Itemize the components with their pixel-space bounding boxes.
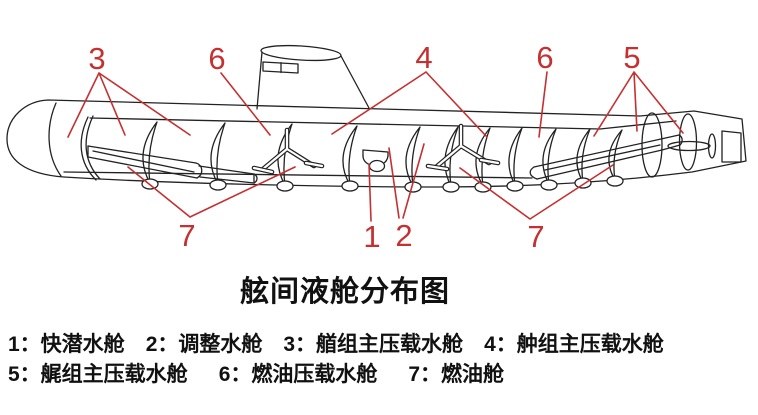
legend-row-1: 1：快潜水舱 2：调整水舱 3：艏组主压载水舱 4：舯组主压载水舱 <box>8 330 754 360</box>
leader-6-right <box>538 71 548 138</box>
legend: 1：快潜水舱 2：调整水舱 3：艏组主压载水舱 4：舯组主压载水舱 5：艉组主压… <box>8 330 754 390</box>
quick-dive-tank <box>362 149 389 173</box>
stern-frame <box>641 112 663 178</box>
frame <box>542 128 557 185</box>
leader-2 <box>388 143 425 219</box>
frame <box>508 127 523 186</box>
leader-7-right <box>459 164 614 220</box>
legend-item-7: 7：燃油舱 <box>408 363 505 386</box>
frame <box>210 122 226 185</box>
leader-5 <box>593 71 684 137</box>
callout-number-7-left: 7 <box>178 218 195 253</box>
frame <box>142 121 158 184</box>
keel-support-left <box>251 127 325 175</box>
leader-3 <box>67 72 191 138</box>
legend-item-4: 4：舯组主压载水舱 <box>484 333 664 356</box>
legend-item-5: 5：艉组主压载水舱 <box>8 363 188 386</box>
callout-number-6-right: 6 <box>536 40 553 75</box>
callout-numbers: 3 6 4 6 5 7 1 2 7 <box>88 40 640 254</box>
submarine-line-art <box>6 44 747 193</box>
left-saddle-tank <box>87 145 258 184</box>
callout-number-5: 5 <box>623 40 640 75</box>
legend-item-6: 6：燃油压载水舱 <box>218 363 378 386</box>
stern-propeller <box>667 133 717 159</box>
callout-lines <box>67 71 684 222</box>
keel-support-right <box>425 123 501 172</box>
callout-number-2: 2 <box>395 218 412 253</box>
legend-row-2: 5：艉组主压载水舱 6：燃油压载水舱 7：燃油舱 <box>8 360 754 390</box>
leader-1 <box>368 163 372 222</box>
callout-number-4: 4 <box>415 40 432 75</box>
submarine-tank-diagram: 3 6 4 6 5 7 1 2 7 <box>6 40 747 254</box>
leader-6-left <box>220 72 271 136</box>
conning-tower <box>256 44 370 110</box>
diagram-title: 舷间液舱分布图 <box>239 276 450 308</box>
frame <box>405 126 421 187</box>
callout-number-1: 1 <box>363 219 380 254</box>
rudder <box>721 130 742 163</box>
bow-frames <box>48 102 101 181</box>
legend-item-1: 1：快潜水舱 <box>8 333 125 356</box>
callout-number-7-right: 7 <box>527 219 544 254</box>
right-saddle-tank <box>529 134 683 180</box>
leader-4 <box>331 71 488 138</box>
callout-number-6-left: 6 <box>208 41 225 76</box>
legend-item-3: 3：艏组主压载水舱 <box>283 333 464 356</box>
frame <box>342 125 358 186</box>
leader-7-left <box>127 166 296 218</box>
legend-item-2: 2：调整水舱 <box>145 333 263 356</box>
callout-number-3: 3 <box>88 41 105 76</box>
hull-outline <box>6 99 747 188</box>
